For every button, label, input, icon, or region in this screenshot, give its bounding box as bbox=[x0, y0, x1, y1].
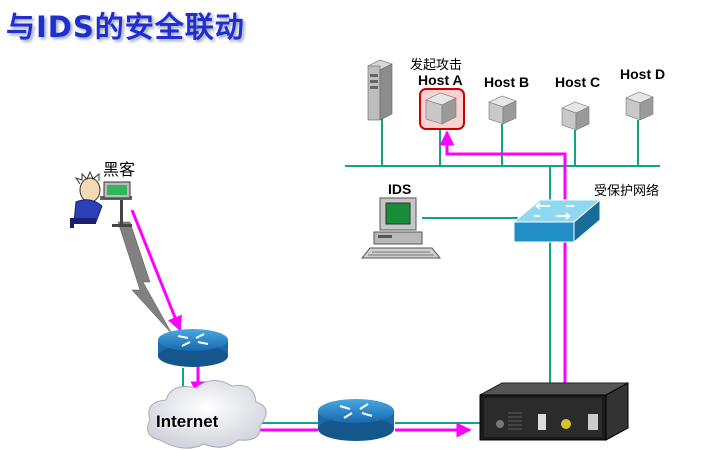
protected-network-label: 受保护网络 bbox=[594, 184, 660, 199]
host-c-label: Host C bbox=[555, 74, 601, 90]
router-icon bbox=[318, 399, 394, 441]
firewall-icon bbox=[479, 382, 629, 441]
host-d-label: Host D bbox=[620, 66, 666, 82]
lightning-icon bbox=[117, 221, 173, 335]
attack-path bbox=[130, 130, 567, 438]
host-b-icon bbox=[488, 95, 517, 125]
hacker-label: 黑客 bbox=[103, 160, 136, 179]
ids-workstation-icon bbox=[360, 197, 442, 259]
internet-label: Internet bbox=[156, 412, 219, 431]
switch-icon bbox=[512, 198, 602, 244]
hacker-icon bbox=[70, 170, 132, 228]
server-icon bbox=[367, 59, 393, 121]
host-c-icon bbox=[561, 101, 590, 131]
host-a-label: Host A bbox=[418, 72, 463, 88]
router-icon bbox=[158, 329, 228, 367]
ids-label: IDS bbox=[388, 181, 412, 197]
cloud-icon bbox=[147, 380, 267, 449]
host-a-icon bbox=[419, 88, 465, 130]
network-links bbox=[182, 118, 660, 424]
attacker-label: 发起攻击 bbox=[410, 58, 463, 73]
host-b-label: Host B bbox=[484, 74, 530, 90]
host-d-icon bbox=[625, 91, 654, 121]
page-title: 与IDS的安全联动 bbox=[6, 10, 245, 44]
